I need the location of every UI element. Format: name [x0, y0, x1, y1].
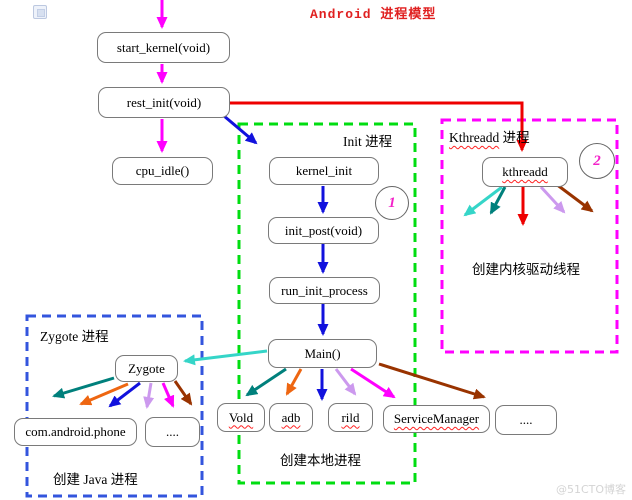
- node-rild: rild: [328, 403, 373, 432]
- node-vold: Vold: [217, 403, 265, 432]
- arrow-zygote-spawn-blue: [108, 381, 141, 408]
- node-zygote: Zygote: [115, 355, 178, 382]
- node-dots-java: ....: [145, 417, 200, 447]
- kthreadd-process-group-frame: [440, 118, 619, 354]
- init-group-label: Init 进程: [343, 134, 393, 149]
- arrow-kthreadd-spawn-brown: [555, 182, 594, 213]
- step-badge-1: 1: [375, 186, 409, 220]
- node-servicemanager: ServiceManager: [383, 405, 490, 433]
- step-badge-2: 2: [579, 143, 615, 179]
- arrow-kthreadd-spawn-teal: [489, 186, 507, 215]
- zygote-process-group-frame: [25, 314, 204, 498]
- arrow-kthreadd-spawn-cyan: [463, 185, 503, 217]
- node-adb: adb: [269, 403, 313, 432]
- arrow-main-to-rild: [334, 368, 357, 396]
- step-badge-1-number: 1: [388, 194, 396, 211]
- arrow-zygote-spawn-magenta: [161, 382, 175, 408]
- arrow-main-to-zygote: [183, 349, 268, 366]
- node-dots-local: ....: [495, 405, 557, 435]
- arrow-zygote-spawn-teal: [52, 376, 115, 399]
- node-com-android-phone: com.android.phone: [14, 418, 137, 446]
- kthreadd-group-label-en: Kthreadd: [449, 130, 500, 145]
- init-caption: 创建本地进程: [280, 453, 361, 468]
- arrow-main-to-vold: [245, 367, 287, 397]
- node-main: Main(): [268, 339, 377, 368]
- watermark: @51CTO博客: [556, 483, 627, 496]
- kthreadd-group-label: Kthreadd 进程: [449, 126, 530, 146]
- arrow-kthreadd-spawn-plum: [539, 185, 566, 214]
- arrow-zygote-spawn-brown: [173, 380, 193, 406]
- image-placeholder-icon: [33, 5, 47, 19]
- node-kernel-init: kernel_init: [269, 157, 379, 185]
- zygote-group-label: Zygote 进程: [40, 329, 109, 344]
- node-start-kernel: start_kernel(void): [97, 32, 230, 63]
- zygote-caption: 创建 Java 进程: [53, 472, 138, 487]
- init-process-group-frame: [237, 122, 417, 485]
- node-kthreadd: kthreadd: [482, 157, 568, 187]
- arrow-main-to-adb: [285, 368, 303, 396]
- arrow-main-to-servicemanager: [350, 367, 396, 399]
- node-run-init-process: run_init_process: [269, 277, 380, 304]
- step-badge-2-number: 2: [593, 152, 601, 169]
- node-cpu-idle: cpu_idle(): [112, 157, 213, 185]
- kthreadd-group-label-cn: 进程: [499, 130, 530, 145]
- node-rest-init: rest_init(void): [98, 87, 230, 118]
- arrow-rest-init-to-kthreadd: [230, 101, 528, 152]
- arrow-zygote-spawn-plum: [143, 382, 155, 409]
- arrow-rest-init-to-kernel-init: [223, 114, 258, 145]
- arrow-zygote-spawn-orange: [79, 382, 129, 406]
- diagram-title: Android 进程模型: [310, 7, 437, 22]
- kthreadd-caption: 创建内核驱动线程: [472, 262, 580, 277]
- arrow-main-to-dots: [378, 362, 486, 400]
- node-init-post: init_post(void): [268, 217, 379, 244]
